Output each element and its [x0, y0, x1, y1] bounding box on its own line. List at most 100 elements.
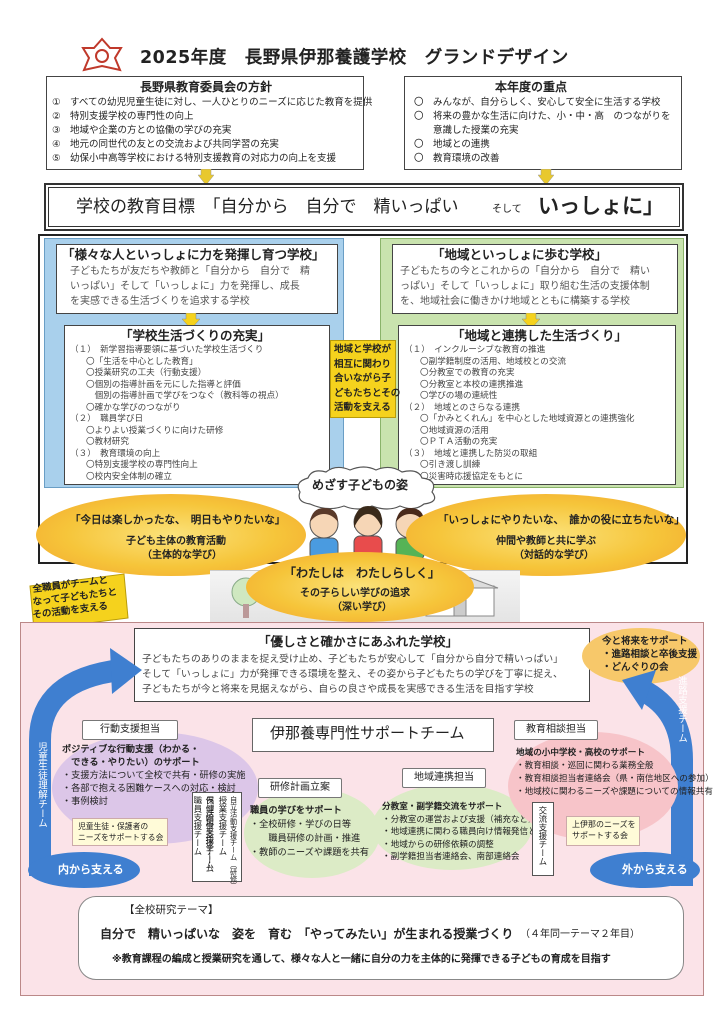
inner-support-label: 内から支える: [58, 863, 124, 876]
bottom-desc-line: 子どもたちが今と将来を見据えながら、自らの良さや成長を実感できる生活を目指す学校: [142, 684, 534, 695]
goal-main: いっしょに」: [538, 194, 664, 218]
counsel-line: ・地域校に関わるニーズや課題についての情報共有: [516, 787, 713, 797]
counsel-line: ・教育相談担当者連絡会（県・南信地区への参加）: [516, 774, 714, 784]
left-desc-line: 子どもたちが友だちや教師と「自分から 自分で 精: [70, 266, 310, 277]
vertical-team-label: 授業支援チーム: [216, 796, 227, 856]
right-life-title: 「地域と連携した生活づくり」: [452, 328, 628, 343]
oval-together-sub1: 仲間や教師と共に学ぶ: [496, 536, 596, 547]
right-list-item: （１） インクルーシブな教育の推進: [404, 345, 546, 355]
counsel-line: 地域の小中学校・高校のサポート: [516, 748, 645, 758]
down-arrow-icon: [522, 313, 540, 329]
outer-support: [590, 852, 700, 888]
right-list-item: 〇学びの場の連続性: [420, 391, 498, 401]
oval-together: [406, 494, 686, 576]
priority-box: [404, 76, 682, 170]
inner-support: [28, 852, 140, 888]
left-list-item: 〇個別の指導計画を元にした指導と評価: [86, 379, 241, 390]
region-ellipse: [372, 784, 532, 870]
page-title: 2025年度 長野県伊那養護学校 グランドデザイン: [140, 48, 569, 68]
goal-banner: [44, 183, 684, 231]
future-line: 今と将来をサポート: [602, 636, 688, 647]
left-list-item: （３） 教育環境の向上: [70, 448, 161, 459]
left-desc-line: を実感できる生活づくりを追求する学校: [70, 296, 250, 307]
bottom-school-box: [134, 628, 590, 702]
right-school-title: 「地域といっしょに歩む学校」: [432, 247, 608, 262]
school-emblem-icon: [81, 37, 123, 72]
research-theme-label: 【全校研究テーマ】: [124, 904, 219, 916]
right-list-item: 〇「かみとくれん」を中心とした地域資源との連携強化: [420, 414, 635, 424]
right-list-item: 〇引き渡し訓練: [420, 460, 481, 470]
left-school-box: [56, 244, 338, 314]
counsel-label: 教育相談担当: [514, 720, 598, 740]
priority-item: 〇 地域との連携: [414, 139, 490, 150]
uppr-box: [566, 816, 640, 846]
right-list-item: 〇災害時応援協定をもとに: [420, 471, 523, 482]
right-list-item: 〇分教室と本校の連携推進: [420, 379, 524, 390]
region-line: ・地域からの研修依頼の調整: [382, 839, 494, 850]
priority-item: 〇 教育環境の改善: [414, 153, 500, 164]
right-list-item: 〇ＰＴＡ活動の充実: [420, 437, 498, 447]
priority-item: 〇 将来の豊かな生活に向けた、小・中・高 のつながりを: [414, 111, 671, 122]
oval-myself-sub1: その子らしい学びの追求: [300, 588, 410, 599]
left-life-box: [64, 325, 330, 485]
region-line: ・地域連携に関わる職員向け情報発信と研修: [382, 827, 554, 837]
left-list-item: 〇確かな学びのつながり: [86, 402, 181, 413]
left-list-item: 〇特別支援学校の専門性向上: [86, 460, 198, 470]
center-note-line: 活動を支える: [334, 402, 391, 413]
research-line: ・教師のニーズや課題を共有: [250, 847, 369, 858]
left-list-item: 〇よりよい授業づくりに向けた研修: [86, 425, 224, 436]
oval-today-sub1: 子ども主体の教育活動: [126, 536, 226, 547]
region-line: ・分教室の運営および支援（補充など）: [382, 814, 537, 825]
policy-item: ④ 地元の同世代の友との交流および共同学習の充実: [52, 139, 279, 150]
team-title-box: [252, 718, 494, 752]
research-line: 職員の学びをサポート: [250, 805, 342, 816]
exchange-box: [532, 802, 554, 876]
center-note: [330, 340, 396, 418]
center-note-line: どもたちとその: [334, 387, 401, 399]
right-list-item: 〇分教室での教育の充実: [420, 368, 515, 378]
behavior-line: ・事例検討: [62, 796, 108, 807]
parent-team-line: 児童生徒・保護者の: [78, 822, 149, 831]
research-theme-note: ※教育課程の編成と授業研究を通して、様々な人と一緒に自分の力を主体的に発揮できる…: [112, 954, 611, 965]
behavior-line: できる・やりたい）のサポート: [62, 757, 200, 768]
research-line: 職員研修の計画・推進: [250, 833, 361, 844]
left-arrow-label: 児童生徒理解チーム: [35, 742, 47, 828]
research-theme-box: [78, 896, 684, 980]
center-note-line: 相互に関わり: [334, 358, 392, 370]
oval-today-sub2: （主体的な学び）: [142, 550, 222, 561]
right-list-item: （３） 地域と連携した防災の取組: [404, 448, 538, 459]
policy-item: ① すべての幼児児童生徒に対し、一人ひとりのニーズに応じた教育を提供: [52, 97, 373, 108]
policy-box: [46, 76, 364, 170]
bottom-desc-line: そして「いっしょに」力が発揮できる環境を整え、その姿から子どもたちの学びを丁寧に…: [142, 669, 563, 680]
oval-together-title: 「いっしょにやりたいな、 誰かの役に立ちたいな」: [438, 514, 685, 526]
cloud-title: めざす子どもの姿: [312, 478, 409, 492]
left-school-title: 「様々な人といっしょに力を発揮し育つ学校」: [62, 247, 325, 262]
right-desc-line: 子どもたちの今とこれからの「自分から 自分で 精い: [400, 266, 650, 277]
vertical-team-label: 職員支援チーム: [191, 796, 202, 856]
flag-shape: [29, 573, 129, 631]
outer-support-label: 外から支える: [622, 863, 688, 876]
left-list-item: 〇校内安全体制の確立: [86, 471, 172, 482]
right-list-item: 〇地域資源の活用: [420, 425, 489, 436]
down-arrow-icon: [538, 169, 554, 185]
right-school-box: [392, 244, 678, 314]
vertical-team-label: 自立活動支援チーム（研修）: [229, 796, 239, 890]
vertical-team-label: 保健給食支援チーム: [203, 796, 214, 873]
right-desc-line: っぱい」そして「いっしょに」取り組む生活の支援体制: [400, 281, 650, 292]
behavior-line: ポジティブな行動支援（わかる・: [62, 744, 200, 755]
left-list-item: 〇授業研究の工夫（行動支援）: [86, 368, 207, 378]
left-list-item: 〇「生活を中心とした教育」: [86, 356, 198, 367]
center-note-line: 地域と学校が: [334, 344, 392, 355]
future-line: ・どんぐりの会: [602, 662, 669, 673]
research-line: ・全校研修・学びの日等: [250, 819, 352, 830]
right-curved-arrow-icon: [622, 670, 693, 886]
left-list-item: （１） 新学習指導要領に基づいた学校生活づくり: [70, 345, 264, 355]
policy-item: ⑤ 幼保小中高等学校における特別支援教育の対応力の向上を支援: [52, 153, 337, 164]
left-desc-line: いっぱい」そして「いっしょに」力を発揮し、成長: [70, 281, 300, 292]
left-life-title: 「学校生活づくりの充実」: [120, 328, 271, 343]
region-label: 地域連携担当: [402, 768, 486, 788]
behavior-line: ・各部で抱える困難ケースへの対応・検討: [62, 783, 236, 794]
policy-item: ② 特別支援学校の専門性の向上: [52, 111, 194, 122]
down-arrow-icon: [182, 313, 200, 329]
down-arrow-icon: [198, 169, 214, 185]
